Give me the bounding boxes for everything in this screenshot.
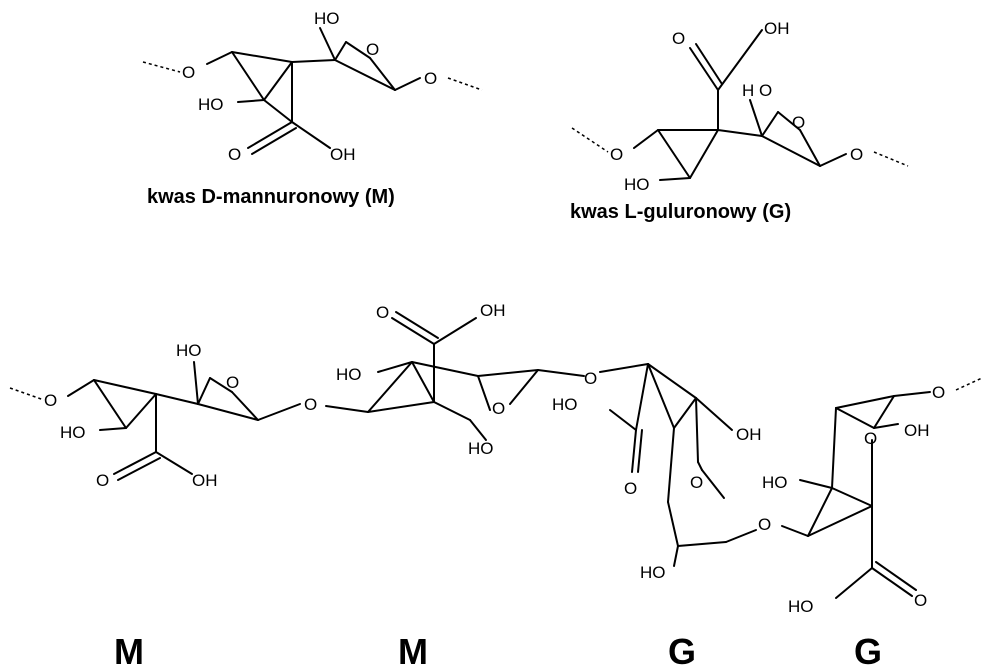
atom-ho: HO [176, 341, 202, 360]
atom-o: O [792, 113, 805, 132]
atom-ho: HO [624, 175, 650, 194]
atom-o: O [492, 399, 505, 418]
atom-oh: OH [904, 421, 930, 440]
atom-o: O [584, 369, 597, 388]
atom-o: O [672, 29, 685, 48]
atom-o: O [690, 473, 703, 492]
residue-label-3: G [668, 631, 696, 668]
atom-o: O [758, 515, 771, 534]
atom-ho: HO [762, 473, 788, 492]
atom-oh: OH [736, 425, 762, 444]
residue-label-4: G [854, 631, 882, 668]
atom-o: O [376, 303, 389, 322]
atom-o: O [366, 40, 379, 59]
atom-oh: OH [330, 145, 356, 164]
atom-ho: HO [788, 597, 814, 616]
atom-o: O [424, 69, 437, 88]
atom-o: O [96, 471, 109, 490]
atom-ho: HO [60, 423, 86, 442]
atom-ho: HO [198, 95, 224, 114]
atom-o: O [182, 63, 195, 82]
atom-ho: HO [552, 395, 578, 414]
atom-o: O [850, 145, 863, 164]
atom-ho: HO [336, 365, 362, 384]
atom-ho: HO [640, 563, 666, 582]
atom-ho: H O [742, 81, 772, 100]
atom-o: O [624, 479, 637, 498]
caption-guluronic: kwas L-guluronowy (G) [570, 201, 791, 223]
atom-o: O [932, 383, 945, 402]
atom-o: O [610, 145, 623, 164]
residue-label-1: M [114, 631, 144, 668]
atom-oh: OH [764, 19, 790, 38]
atom-o: O [914, 591, 927, 610]
atom-ho: HO [468, 439, 494, 458]
atom-o: O [228, 145, 241, 164]
guluronic-acid-structure: O OH H O O O O HO [571, 19, 909, 194]
atom-o: O [226, 373, 239, 392]
mmgg-chain-structure: O HO O HO O OH O O OH HO O HO O [9, 301, 983, 616]
atom-oh: OH [192, 471, 218, 490]
atom-o: O [44, 391, 57, 410]
atom-oh: OH [480, 301, 506, 320]
caption-mannuronic: kwas D-mannuronowy (M) [147, 186, 395, 208]
atom-ho: HO [314, 9, 340, 28]
atom-o: O [304, 395, 317, 414]
residue-label-2: M [398, 631, 428, 668]
atom-o: O [864, 429, 877, 448]
mannuronic-acid-structure: O HO O O HO O OH [142, 9, 483, 164]
